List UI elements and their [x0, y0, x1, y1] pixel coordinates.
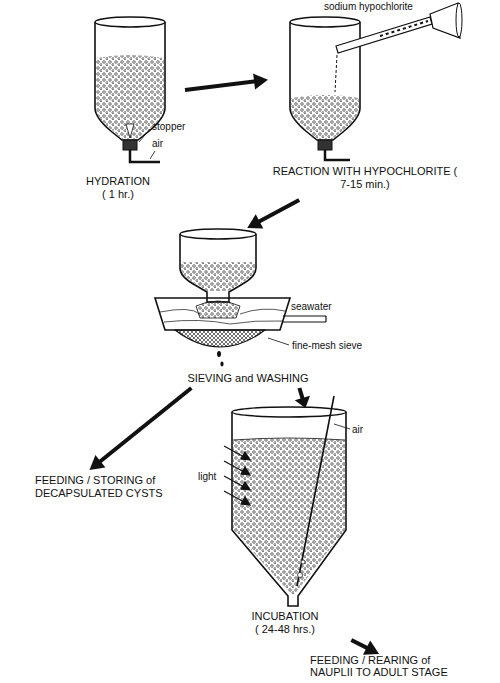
arrow-shaft [185, 81, 256, 90]
reaction-bottle [290, 3, 462, 160]
flow-arrow [351, 640, 379, 655]
flow-arrow [185, 74, 268, 90]
stage-caption: SIEVING and WASHING [168, 372, 328, 385]
arrow-head [253, 74, 268, 90]
flow-arrow [90, 388, 192, 470]
arrow-head [363, 641, 379, 655]
hydration-bottle [95, 17, 165, 162]
stage-caption: INCUBATION ( 24-48 hrs.) [249, 610, 321, 636]
process-stage: FEEDING / REARING of NAUPLII TO ADULT ST… [305, 654, 495, 680]
flow-arrow [247, 200, 299, 228]
arrow-head [90, 455, 106, 470]
arrow-shaft [258, 200, 299, 222]
arrow-head [295, 396, 310, 408]
part-label: fine-mesh sieve [292, 340, 362, 352]
part-label: air [152, 138, 163, 150]
stage-caption: HYDRATION ( 1 hr.) [84, 175, 152, 201]
arrow-shaft [99, 388, 192, 462]
stage-caption: FEEDING / STORING of DECAPSULATED CYSTS [35, 474, 185, 500]
flow-arrow [295, 388, 310, 408]
process-stage: HYDRATION ( 1 hr.) [75, 15, 185, 215]
process-stage: INCUBATION ( 24-48 hrs.) [200, 408, 370, 640]
stage-caption: FEEDING / REARING of NAUPLII TO ADULT ST… [310, 654, 462, 678]
process-stage: FEEDING / STORING of DECAPSULATED CYSTS [30, 470, 205, 510]
part-label: seawater [291, 301, 332, 313]
part-label: light [198, 471, 216, 483]
arrow-shaft [351, 640, 368, 649]
process-stage: REACTION WITH HYPOCHLORITE ( 7-15 min.) [268, 15, 463, 200]
part-label: air [352, 424, 363, 436]
incubation-cone [224, 396, 350, 606]
part-label: sodium hypochlorite [324, 1, 413, 13]
part-label: stopper [152, 121, 185, 133]
arrow-head [247, 214, 263, 228]
stage-caption: REACTION WITH HYPOCHLORITE ( 7-15 min.) [272, 165, 458, 191]
